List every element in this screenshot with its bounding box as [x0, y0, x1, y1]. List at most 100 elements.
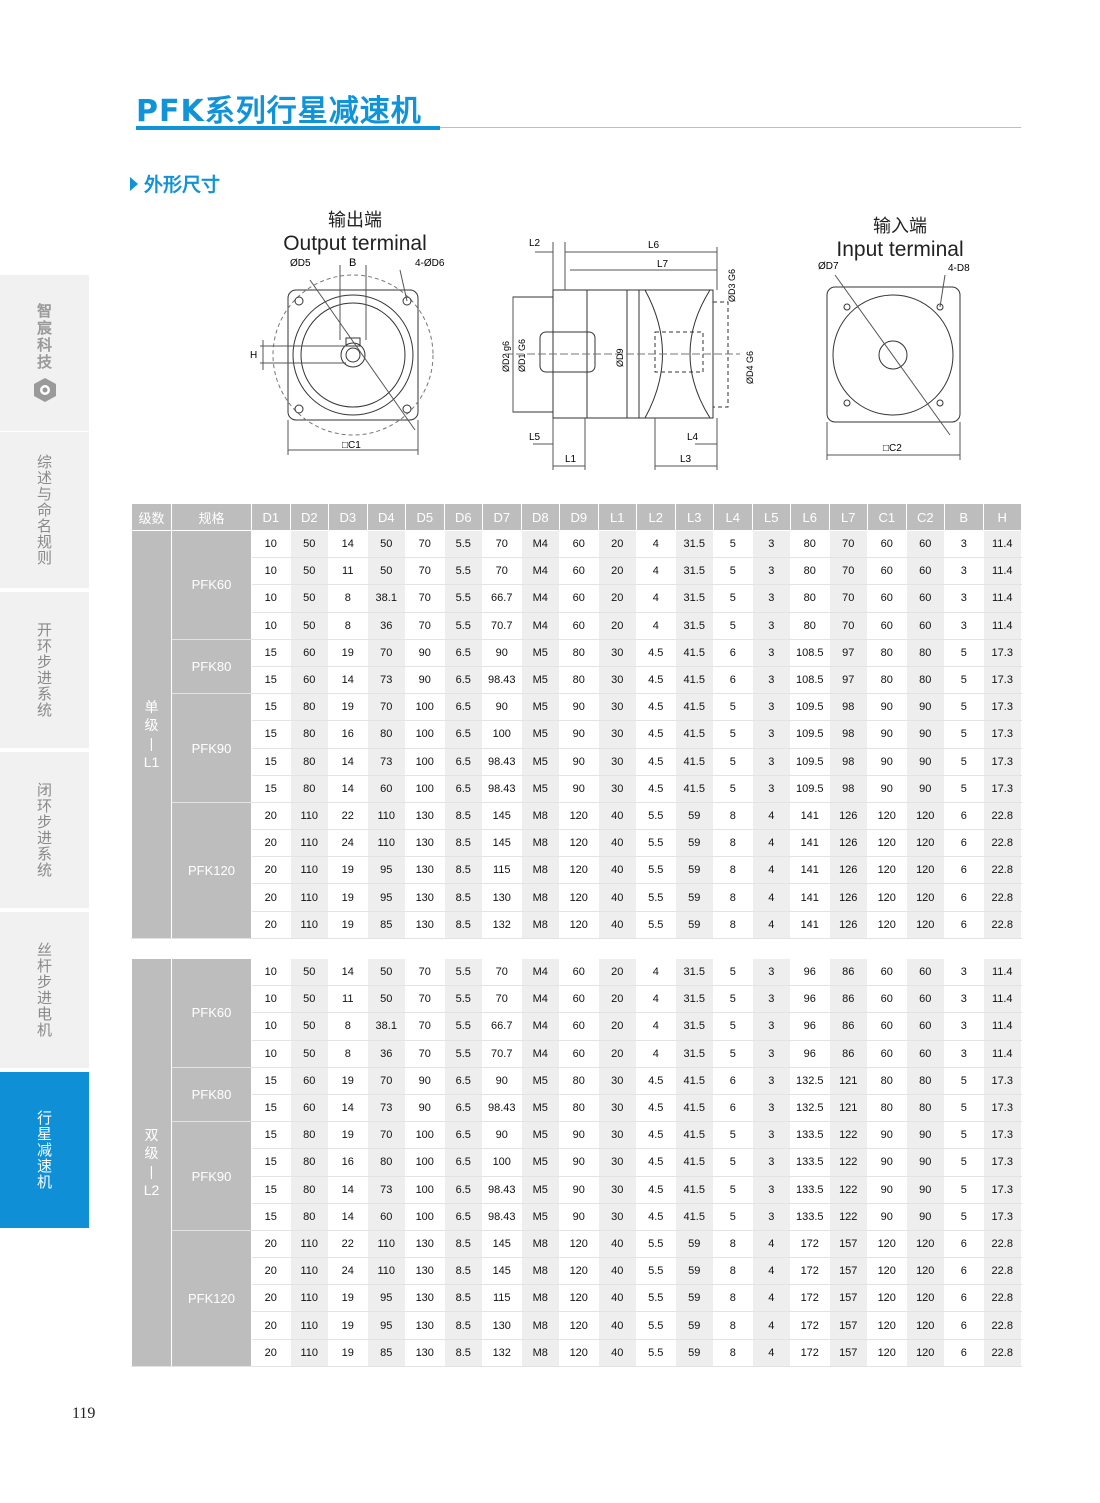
dim-l2: L2	[529, 238, 541, 249]
column-header: C1	[867, 503, 907, 531]
table-cell: 130	[482, 1311, 522, 1340]
table-cell: 5	[713, 529, 753, 559]
sidebar-item-closed-loop-stepper[interactable]: 闭环步进系统	[0, 752, 89, 910]
table-cell: 90	[482, 1121, 522, 1150]
table-cell: 121	[828, 1066, 868, 1095]
sidebar-logo: 智宸科技	[0, 275, 89, 433]
table-cell: 4.5	[636, 1202, 676, 1231]
table-cell: 90	[482, 1066, 522, 1095]
table-cell: 20	[597, 957, 637, 987]
table-cell: 70	[482, 985, 522, 1014]
table-cell: M5	[520, 774, 560, 803]
table-cell: 73	[366, 1175, 406, 1204]
table-cell: 90	[905, 693, 945, 722]
table-cell: 10	[251, 584, 291, 613]
sidebar-item-lead-screw-stepper[interactable]: 丝杆步进电机	[0, 912, 89, 1070]
table-cell: 40	[597, 1229, 637, 1259]
table-cell: 41.5	[674, 1148, 714, 1177]
table-cell: 95	[366, 1284, 406, 1313]
dim-d1: ØD1 G6	[517, 339, 527, 372]
table-cell: 96	[790, 957, 830, 987]
table-cell: 70	[366, 638, 406, 667]
table-cell: 96	[790, 985, 830, 1014]
dim-l3: L3	[680, 454, 692, 465]
table-cell: 3	[944, 1012, 984, 1041]
page-number: 119	[72, 1405, 96, 1422]
input-terminal-en: Input terminal	[836, 238, 964, 261]
table-cell: 31.5	[674, 957, 714, 987]
column-header: 级数	[131, 503, 172, 531]
sidebar-item-overview[interactable]: 综述与命名规则	[0, 432, 89, 590]
table-cell: 90	[559, 747, 599, 776]
table-cell: 19	[328, 638, 368, 667]
table-cell: 19	[328, 693, 368, 722]
table-cell: M5	[520, 1066, 560, 1095]
table-cell: 130	[405, 1284, 445, 1313]
table-cell: 6	[944, 1284, 984, 1313]
table-cell: 157	[828, 1311, 868, 1340]
table-cell: 70	[405, 1039, 445, 1068]
table-cell: 40	[597, 1284, 637, 1313]
table-cell: 31.5	[674, 985, 714, 1014]
model-cell: PFK60	[171, 530, 252, 640]
page-title: PFK系列行星减速机	[136, 94, 422, 129]
table-cell: 4	[751, 856, 791, 885]
table-cell: 3	[944, 529, 984, 559]
table-cell: 5	[944, 1175, 984, 1204]
table-cell: 141	[790, 856, 830, 885]
column-header: D6	[443, 503, 483, 531]
table-cell: 4.5	[636, 665, 676, 695]
table-cell: 120	[559, 1311, 599, 1340]
table-cell: 10	[251, 985, 291, 1014]
table-cell: 120	[559, 910, 599, 939]
table-cell: 90	[482, 638, 522, 667]
table-cell: 20	[251, 801, 291, 831]
table-cell: 19	[328, 1311, 368, 1340]
table-cell: 50	[289, 557, 329, 586]
table-cell: 6.5	[443, 693, 483, 722]
table-cell: 90	[867, 693, 907, 722]
table-cell: 100	[405, 1121, 445, 1150]
table-cell: 50	[366, 529, 406, 559]
stage-label: 单 级 | L1	[131, 530, 172, 939]
table-cell: M8	[520, 1284, 560, 1313]
table-cell: 60	[867, 957, 907, 987]
table-cell: 22.8	[982, 856, 1022, 885]
table-cell: 19	[328, 1066, 368, 1095]
table-cell: 6	[944, 829, 984, 858]
table-cell: 120	[905, 829, 945, 858]
column-header: L4	[713, 503, 753, 531]
dim-d3: ØD3 G6	[727, 269, 737, 302]
table-cell: 6.5	[443, 1202, 483, 1231]
input-terminal-drawing: ØD7 4-D8 □C2	[818, 261, 970, 460]
table-cell: 30	[597, 1066, 637, 1095]
dim-d8: 4-D8	[948, 263, 970, 274]
table-cell: 59	[674, 883, 714, 912]
table-cell: 20	[597, 985, 637, 1014]
table-cell: 157	[828, 1257, 868, 1286]
table-cell: 98	[828, 720, 868, 749]
sidebar-item-planetary-gearbox[interactable]: 行星减速机	[0, 1072, 89, 1230]
column-header: 规格	[171, 503, 252, 531]
table-cell: 11.4	[982, 957, 1022, 987]
table-cell: 132.5	[790, 1093, 830, 1123]
table-cell: 90	[867, 1148, 907, 1177]
sidebar-item-open-loop-stepper[interactable]: 开环步进系统	[0, 592, 89, 750]
table-cell: 3	[751, 584, 791, 613]
table-cell: 110	[289, 1229, 329, 1259]
table-cell: 41.5	[674, 1202, 714, 1231]
table-cell: 5	[944, 720, 984, 749]
table-cell: 90	[405, 1066, 445, 1095]
table-cell: 120	[559, 829, 599, 858]
table-cell: 145	[482, 829, 522, 858]
table-cell: 3	[944, 557, 984, 586]
column-header: C2	[905, 503, 945, 531]
table-cell: 110	[289, 1338, 329, 1367]
table-cell: 6.5	[443, 774, 483, 803]
dim-c1: □C1	[342, 440, 361, 451]
table-cell: 14	[328, 957, 368, 987]
table-cell: 8.5	[443, 883, 483, 912]
